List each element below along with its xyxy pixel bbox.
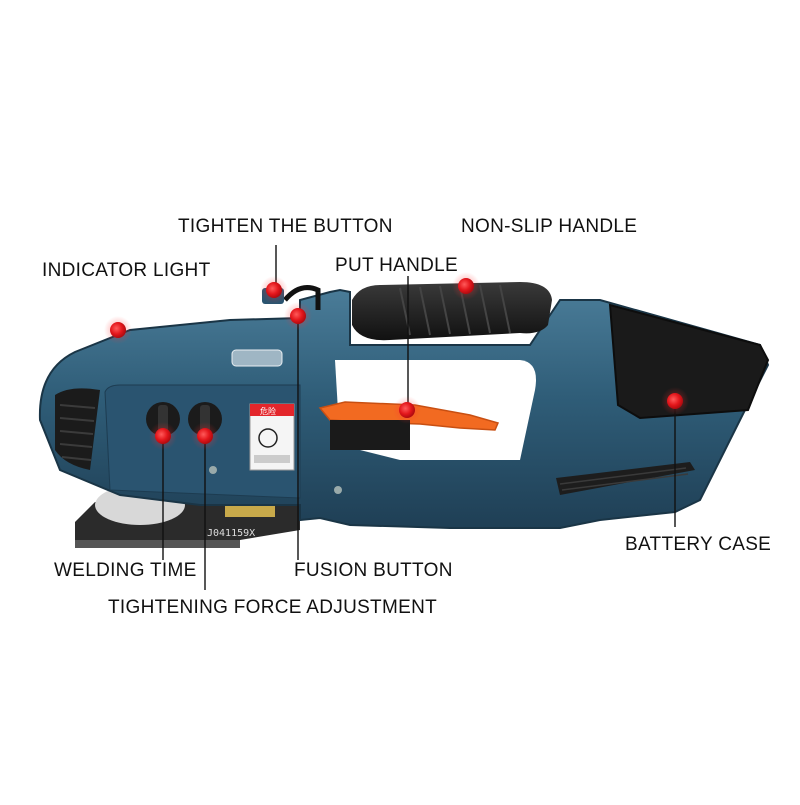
marker-battery-case [667,393,683,409]
marker-tighten-button [266,282,282,298]
label-battery-case: BATTERY CASE [625,534,772,555]
warning-sticker: 危险 [249,403,295,471]
marker-welding-time [155,428,171,444]
svg-text:危险: 危险 [260,406,276,416]
marker-tightening-force [197,428,213,444]
non-slip-grip [352,282,552,341]
marker-put-handle [399,402,415,418]
marker-indicator-light [110,322,126,338]
marker-fusion-button [290,308,306,324]
trigger-housing [330,420,410,450]
side-grille [55,388,100,470]
screw [209,466,217,474]
label-put-handle: PUT HANDLE [335,255,459,276]
label-non-slip-handle: NON-SLIP HANDLE [461,216,638,237]
screw [334,486,342,494]
cable [283,285,321,310]
marker-dots [104,272,689,450]
label-fusion-button: FUSION BUTTON [294,560,453,581]
label-indicator-light: INDICATOR LIGHT [42,260,211,281]
label-welding-time: WELDING TIME [54,560,197,581]
battery-housing [608,303,770,420]
brand-badge [231,349,283,367]
label-tighten-button: TIGHTEN THE BUTTON [178,216,393,237]
label-tightening-force-adjustment: TIGHTENING FORCE ADJUSTMENT [108,597,437,618]
leader-lines [162,245,676,590]
serial-number: J041159X [207,528,255,539]
marker-non-slip-handle [458,278,474,294]
